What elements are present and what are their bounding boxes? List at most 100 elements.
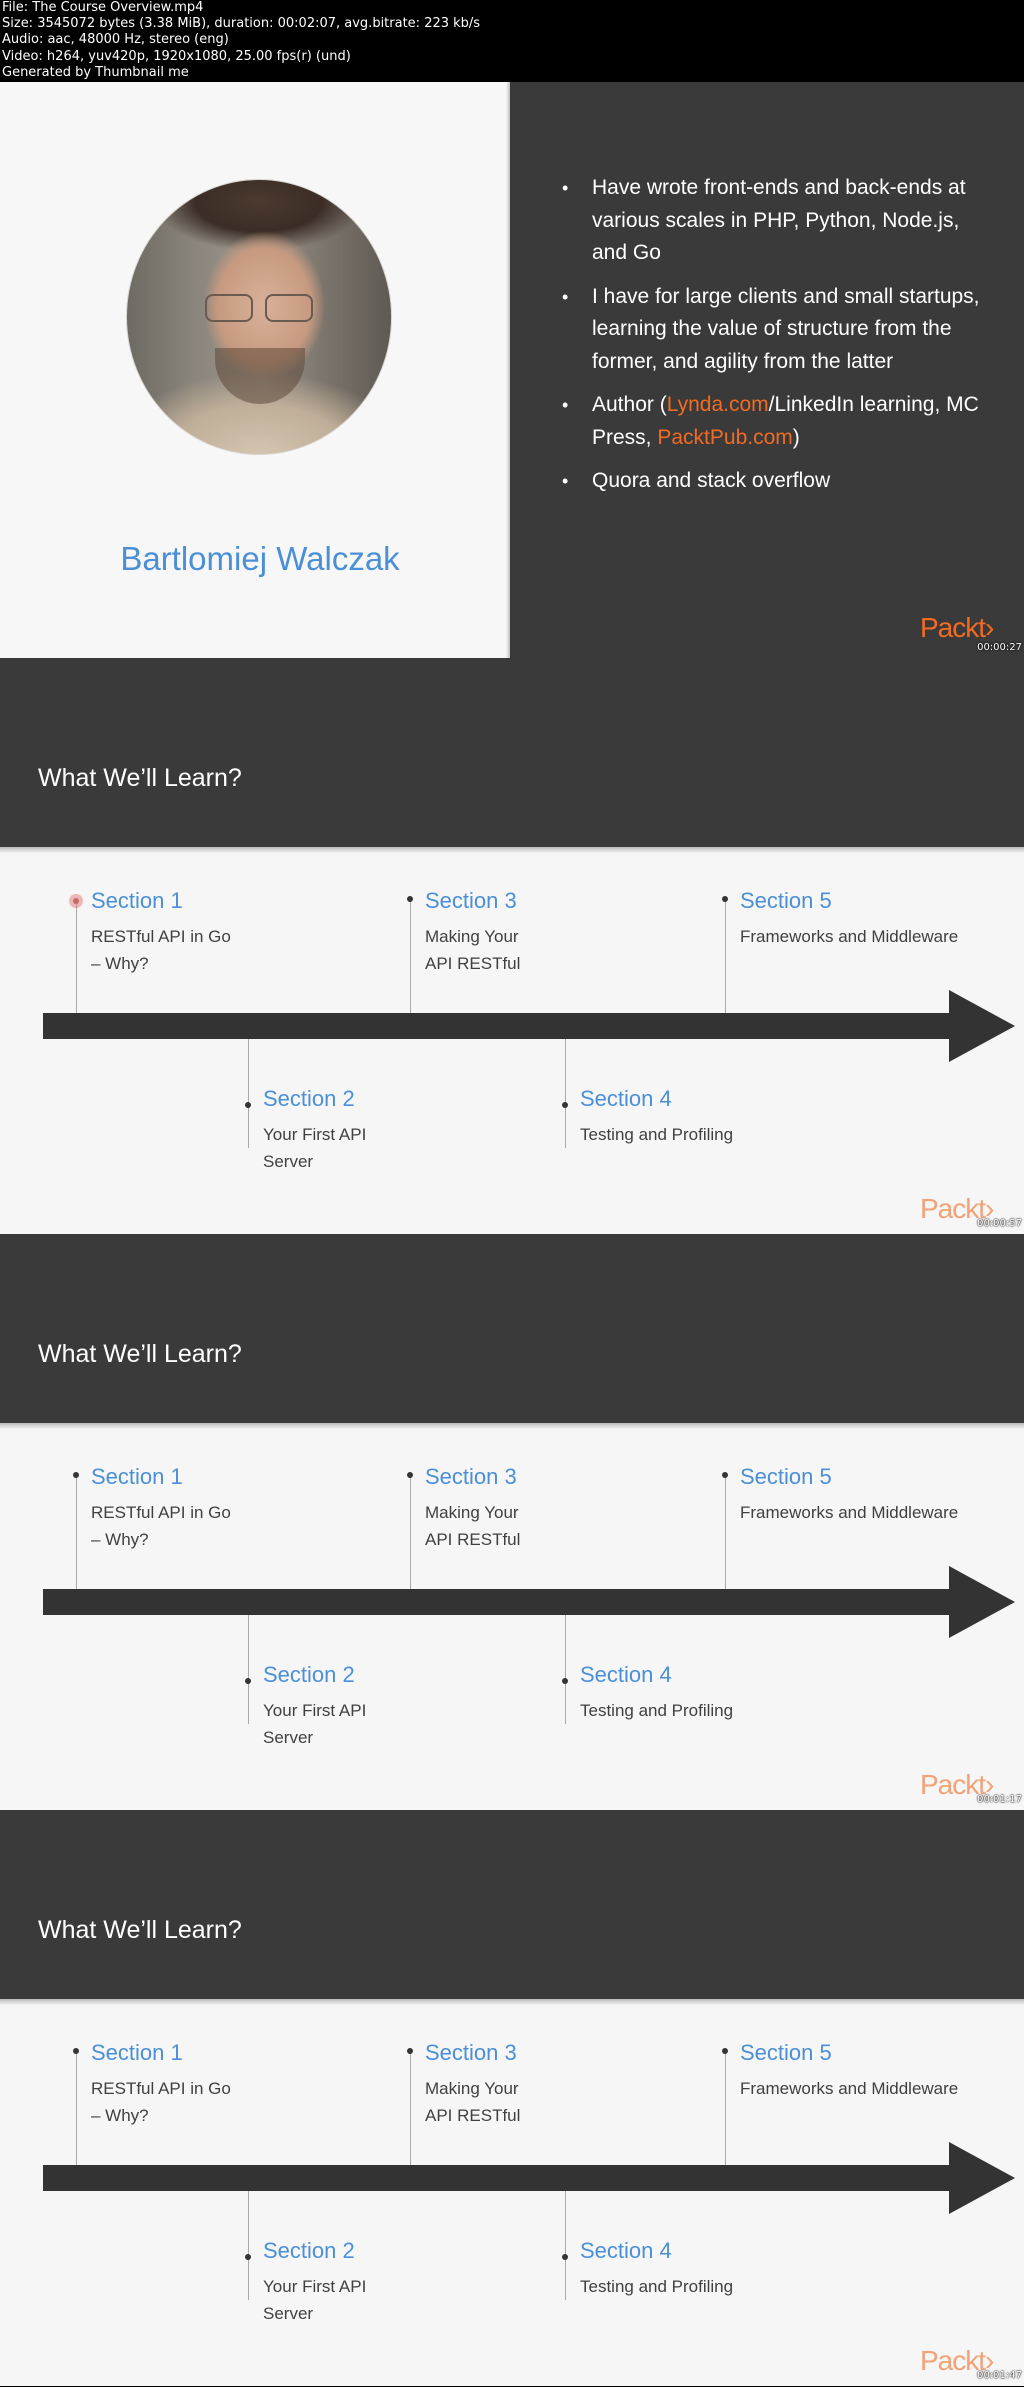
beard-shape <box>215 348 305 404</box>
connector-line <box>410 901 411 1014</box>
connector-line <box>410 1477 411 1590</box>
timeline-dot <box>722 896 728 902</box>
connector-line <box>725 901 726 1014</box>
timeline-dot <box>562 1678 568 1684</box>
timeline-dot <box>73 898 79 904</box>
bio-list: • Have wrote front-ends and back-ends at … <box>556 172 996 509</box>
timeline-dot <box>73 1472 79 1478</box>
connector-line <box>76 1477 77 1590</box>
timeline-dot <box>407 896 413 902</box>
presenter-photo <box>126 179 392 455</box>
glasses-left-lens <box>205 294 253 322</box>
section-1-title: Section 1 <box>91 2040 183 2066</box>
connector-line <box>565 2190 566 2300</box>
bio-text: Author ( <box>592 393 667 416</box>
section-4-title: Section 4 <box>580 1662 672 1688</box>
section-5-desc: Frameworks and Middleware <box>740 1499 1000 1526</box>
timeline-dot <box>245 1678 251 1684</box>
section-4-title: Section 4 <box>580 2238 672 2264</box>
bullet-icon: • <box>562 389 568 422</box>
lynda-link[interactable]: Lynda.com <box>667 393 769 416</box>
timeline-dot <box>562 2254 568 2260</box>
timeline-dot <box>245 2254 251 2260</box>
bio-text: I have for large clients and small start… <box>592 285 980 373</box>
timeline-arrow-bar <box>43 2165 949 2191</box>
file-info-line: Video: h264, yuv420p, 1920x1080, 25.00 f… <box>2 49 1024 65</box>
bullet-icon: • <box>562 281 568 314</box>
packt-logo: Packt› <box>920 612 993 644</box>
frame-presenter: Bartlomiej Walczak • Have wrote front-end… <box>0 82 1024 658</box>
section-2-desc: Your First API Server <box>263 1697 383 1751</box>
timeline-dot <box>73 2048 79 2054</box>
bullet-icon: • <box>562 465 568 498</box>
section-1-desc: RESTful API in Go – Why? <box>91 1499 231 1553</box>
section-5-desc: Frameworks and Middleware <box>740 923 1000 950</box>
arrow-right-icon <box>949 990 1015 1062</box>
timeline-dot <box>722 2048 728 2054</box>
title-band <box>0 1810 1024 1999</box>
connector-line <box>248 2190 249 2300</box>
section-3-desc: Making Your API RESTful <box>425 923 545 977</box>
section-5-title: Section 5 <box>740 888 832 914</box>
timestamp: 00:01:17 <box>977 1794 1022 1805</box>
timeline-dot <box>562 1102 568 1108</box>
bio-item: •Quora and stack overflow <box>556 465 996 498</box>
title-band <box>0 658 1024 847</box>
title-band <box>0 1234 1024 1423</box>
section-4-desc: Testing and Profiling <box>580 2273 800 2300</box>
section-1-desc: RESTful API in Go – Why? <box>91 2075 231 2129</box>
file-info-line: Generated by Thumbnail me <box>2 65 1024 81</box>
connector-line <box>565 1038 566 1148</box>
timestamp: 00:00:57 <box>977 1218 1022 1229</box>
section-3-title: Section 3 <box>425 888 517 914</box>
bio-text: Have wrote front-ends and back-ends at v… <box>592 176 966 264</box>
connector-line <box>76 901 77 1014</box>
connector-line <box>725 1477 726 1590</box>
band-shadow <box>0 847 1024 853</box>
bullet-icon: • <box>562 172 568 205</box>
timeline-arrow-bar <box>43 1013 949 1039</box>
section-5-title: Section 5 <box>740 1464 832 1490</box>
section-2-title: Section 2 <box>263 2238 355 2264</box>
timeline-arrow-bar <box>43 1589 949 1615</box>
bio-item: • I have for large clients and small star… <box>556 281 996 379</box>
band-shadow <box>0 1999 1024 2005</box>
section-2-desc: Your First API Server <box>263 1121 383 1175</box>
section-3-desc: Making Your API RESTful <box>425 1499 545 1553</box>
section-3-title: Section 3 <box>425 2040 517 2066</box>
timeline-dot <box>407 2048 413 2054</box>
frame-learn-1: What We’ll Learn? Section 1 RESTful API … <box>0 658 1024 1234</box>
bio-item: • Have wrote front-ends and back-ends at … <box>556 172 996 270</box>
connector-line <box>725 2053 726 2166</box>
file-info-line: Size: 3545072 bytes (3.38 MiB), duration… <box>2 16 1024 32</box>
slide-title: What We’ll Learn? <box>38 1340 242 1369</box>
timestamp: 00:01:47 <box>977 2370 1022 2381</box>
slide-title: What We’ll Learn? <box>38 764 242 793</box>
presenter-name: Bartlomiej Walczak <box>0 540 520 578</box>
section-3-desc: Making Your API RESTful <box>425 2075 545 2129</box>
timeline-dot <box>245 1102 251 1108</box>
slide-title: What We’ll Learn? <box>38 1916 242 1945</box>
packtpub-link[interactable]: PacktPub.com <box>657 426 792 449</box>
bio-panel: • Have wrote front-ends and back-ends at … <box>510 82 1024 658</box>
connector-line <box>248 1038 249 1148</box>
arrow-right-icon <box>949 1566 1015 1638</box>
section-1-title: Section 1 <box>91 888 183 914</box>
timeline-dot <box>722 1472 728 1478</box>
section-2-title: Section 2 <box>263 1662 355 1688</box>
section-1-title: Section 1 <box>91 1464 183 1490</box>
connector-line <box>76 2053 77 2166</box>
section-4-desc: Testing and Profiling <box>580 1697 800 1724</box>
section-2-title: Section 2 <box>263 1086 355 1112</box>
timeline-dot <box>407 1472 413 1478</box>
connector-line <box>410 2053 411 2166</box>
bio-text: ) <box>793 426 800 449</box>
connector-line <box>565 1614 566 1724</box>
connector-line <box>248 1614 249 1724</box>
bio-item: •Author (Lynda.com/LinkedIn learning, MC… <box>556 389 996 454</box>
section-5-title: Section 5 <box>740 2040 832 2066</box>
glasses-right-lens <box>265 294 313 322</box>
frame-learn-2: What We’ll Learn? Section 1 RESTful API … <box>0 1234 1024 1810</box>
section-4-title: Section 4 <box>580 1086 672 1112</box>
frame-learn-3: What We’ll Learn? Section 1 RESTful API … <box>0 1810 1024 2386</box>
